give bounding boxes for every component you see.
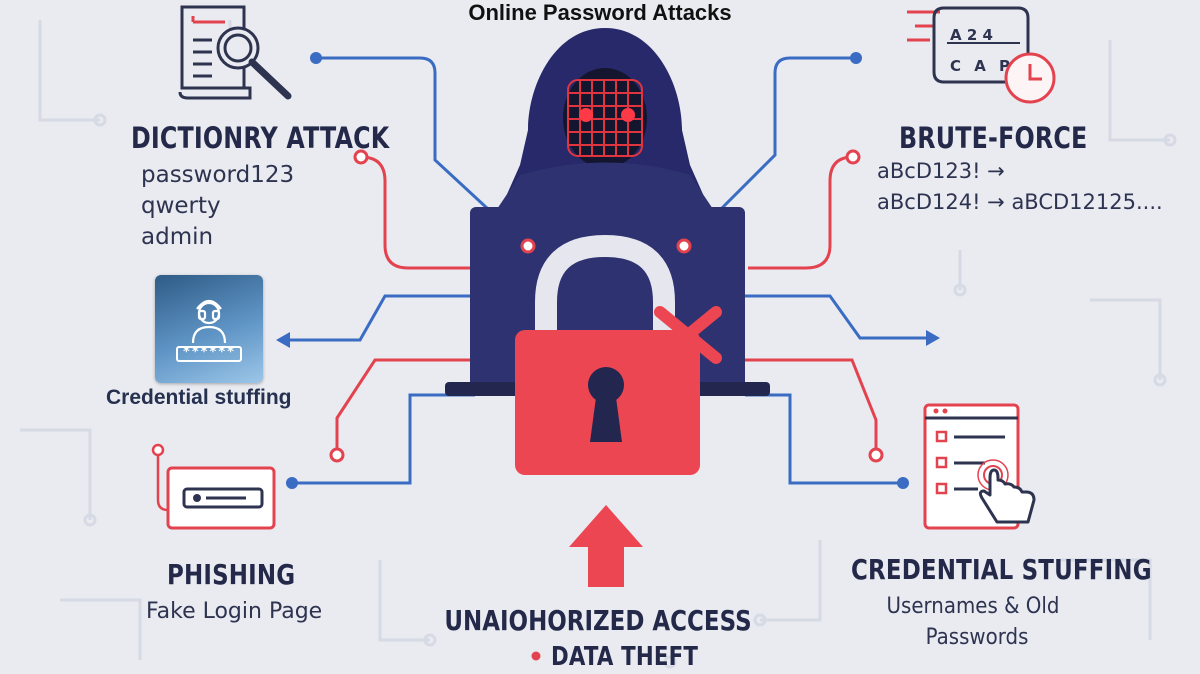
brute-force-line: aBcD124! → aBCD12125.... xyxy=(877,190,1163,214)
dictionary-heading: DICTIONRY ATTACK xyxy=(131,121,390,155)
brute-force-line: aBcD123! → xyxy=(877,159,1005,183)
up-arrow-icon xyxy=(569,505,643,587)
page-title: Online Password Attacks xyxy=(468,0,732,25)
hacker-hood-icon xyxy=(495,28,715,212)
outcome-subheading: DATA THEFT xyxy=(551,642,699,672)
captcha-clock-icon: A 2 4 C A P xyxy=(907,6,1056,104)
credential-card-label: Credential stuffing xyxy=(106,386,292,409)
connector-endpoints xyxy=(276,52,940,489)
phishing-subtitle: Fake Login Page xyxy=(146,599,323,624)
dictionary-word: qwerty xyxy=(141,193,221,219)
phishing-form-icon xyxy=(151,443,276,530)
credential-stuffing-line: Passwords xyxy=(925,625,1029,650)
captcha-bottom-text: C A P xyxy=(950,57,1014,75)
masked-password: ****** xyxy=(182,345,236,360)
bullet-dot xyxy=(531,651,541,661)
x-mark-icon xyxy=(654,306,722,364)
book-magnifier-icon xyxy=(178,5,292,100)
circuit-background xyxy=(20,20,1177,669)
dictionary-word: password123 xyxy=(141,162,295,188)
padlock-icon xyxy=(515,234,722,475)
credential-card: ****** xyxy=(155,275,263,383)
phishing-heading: PHISHING xyxy=(167,558,296,591)
dictionary-word: admin xyxy=(141,224,214,250)
user-icon xyxy=(176,299,242,362)
outcome-heading: UNAIOHORIZED ACCESS xyxy=(444,604,752,637)
credential-stuffing-line: Usernames & Old xyxy=(886,594,1060,619)
brute-force-heading: BRUTE-FORCE xyxy=(899,121,1088,155)
captcha-top-text: A 2 4 xyxy=(950,26,993,44)
click-form-icon xyxy=(923,403,1036,530)
credential-stuffing-heading: CREDENTIAL STUFFING xyxy=(851,553,1152,586)
